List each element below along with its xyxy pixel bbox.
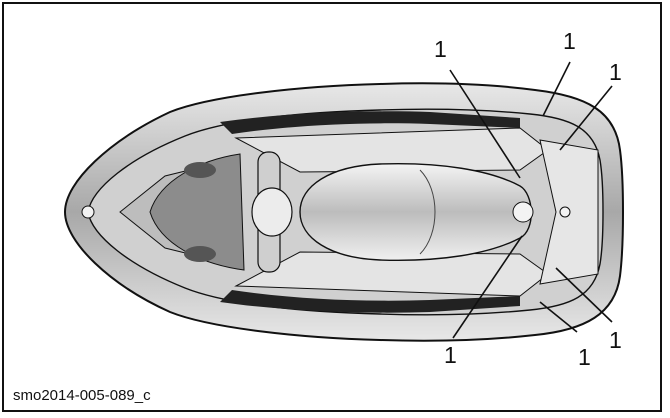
stern-hook xyxy=(560,207,570,217)
callout-label: 1 xyxy=(609,61,622,84)
callout-label: 1 xyxy=(444,344,457,367)
bow-mirror-right xyxy=(184,246,216,262)
callout-label: 1 xyxy=(578,346,591,369)
callout-label: 1 xyxy=(434,38,447,61)
steering-hub xyxy=(252,188,292,236)
figure-code: smo2014-005-089_c xyxy=(13,387,151,404)
callout-label: 1 xyxy=(609,329,622,352)
bow-eye xyxy=(82,206,94,218)
bow-mirror-left xyxy=(184,162,216,178)
callout-label: 1 xyxy=(563,30,576,53)
stern-hub xyxy=(513,202,533,222)
seat xyxy=(300,164,531,261)
